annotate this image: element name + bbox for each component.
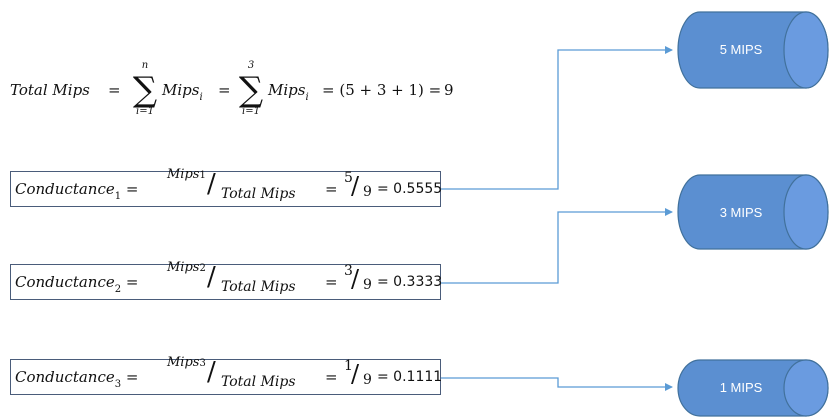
conductance-box-1: Conductance1 = Mips1 / Total Mips = 5 / … [10,167,443,207]
ratio-slash: / [351,360,360,388]
label-text: Conductance [15,368,115,386]
frac-slash: / [207,262,216,292]
node-5-mips[interactable]: 5 MIPS [677,11,829,89]
eq-sign: = [325,368,338,386]
ratio-slash: / [351,265,360,293]
node-label: 5 MIPS [720,42,763,57]
frac-denominator: Total Mips [221,279,296,295]
ratio-numerator: 5 [344,170,353,186]
num-sub: 1 [199,170,206,181]
frac-denominator: Total Mips [221,186,296,202]
eq-sign-2: = [218,81,231,99]
term-text: Mips [162,81,200,99]
conductance-label: Conductance3 = [15,368,139,390]
total-mips-equation: Total Mips = n ∑ i=1 Mipsi = 3 ∑ i=1 Mip… [10,54,480,134]
term-sub: i [199,92,203,103]
num-text: Mips [167,355,200,370]
sum-1: n ∑ i=1 [130,60,160,117]
conductance-box-2: Conductance2 = Mips2 / Total Mips = 3 / … [10,260,443,300]
num-text: Mips [167,167,200,182]
sum-2-lower: i=1 [242,106,260,117]
conductance-value: = 0.5555 [377,181,443,197]
sum-2-term: Mipsi [268,81,309,103]
cylinder-end [783,174,829,250]
conductance-label: Conductance2 = [15,273,139,295]
node-1-mips[interactable]: 1 MIPS [677,359,829,417]
frac-slash: / [207,169,216,199]
label-text: Conductance [15,180,115,198]
node-3-mips[interactable]: 3 MIPS [677,174,829,250]
total-expansion: = (5 + 3 + 1) = [322,81,442,99]
frac-numerator: Mips2 [167,260,206,275]
connector-3 [441,377,673,391]
node-label: 3 MIPS [720,205,763,220]
num-text: Mips [167,260,200,275]
frac-numerator: Mips3 [167,355,206,370]
cylinder-end [783,11,829,89]
label-sub: 2 [114,284,122,295]
conductance-value: = 0.3333 [377,274,443,290]
ratio-denominator: 9 [363,277,372,293]
connector-2 [441,208,673,284]
frac-numerator: Mips1 [167,167,206,182]
num-sub: 3 [199,358,206,369]
ratio-denominator: 9 [363,184,372,200]
total-result: 9 [444,81,454,99]
conductance-label: Conductance1 = [15,180,139,202]
sum-2: 3 ∑ i=1 [236,60,266,117]
ratio-numerator: 1 [344,358,353,374]
conductance-box-3: Conductance3 = Mips3 / Total Mips = 1 / … [10,355,443,395]
sigma-icon: ∑ [238,70,264,110]
ratio-numerator: 3 [344,263,353,279]
sum-1-lower: i=1 [136,106,154,117]
sigma-icon: ∑ [132,70,158,110]
label-sub: 1 [114,191,122,202]
total-lhs: Total Mips [10,81,90,99]
eq-sign: = [325,273,338,291]
cylinder-end [783,359,829,417]
frac-slash: / [207,357,216,387]
connector-1 [441,46,673,190]
sum-1-upper: n [141,60,149,71]
ratio-denominator: 9 [363,372,372,388]
sum-2-upper: 3 [247,60,255,71]
label-text: Conductance [15,273,115,291]
label-sub: 3 [114,379,122,390]
ratio-slash: / [351,172,360,200]
eq-sign: = [325,180,338,198]
node-label: 1 MIPS [720,380,763,395]
total-eq-sign: = [108,81,121,99]
term-sub: i [305,92,309,103]
frac-denominator: Total Mips [221,374,296,390]
term-text: Mips [268,81,306,99]
num-sub: 2 [199,263,206,274]
conductance-value: = 0.1111 [377,369,443,385]
sum-1-term: Mipsi [162,81,203,103]
